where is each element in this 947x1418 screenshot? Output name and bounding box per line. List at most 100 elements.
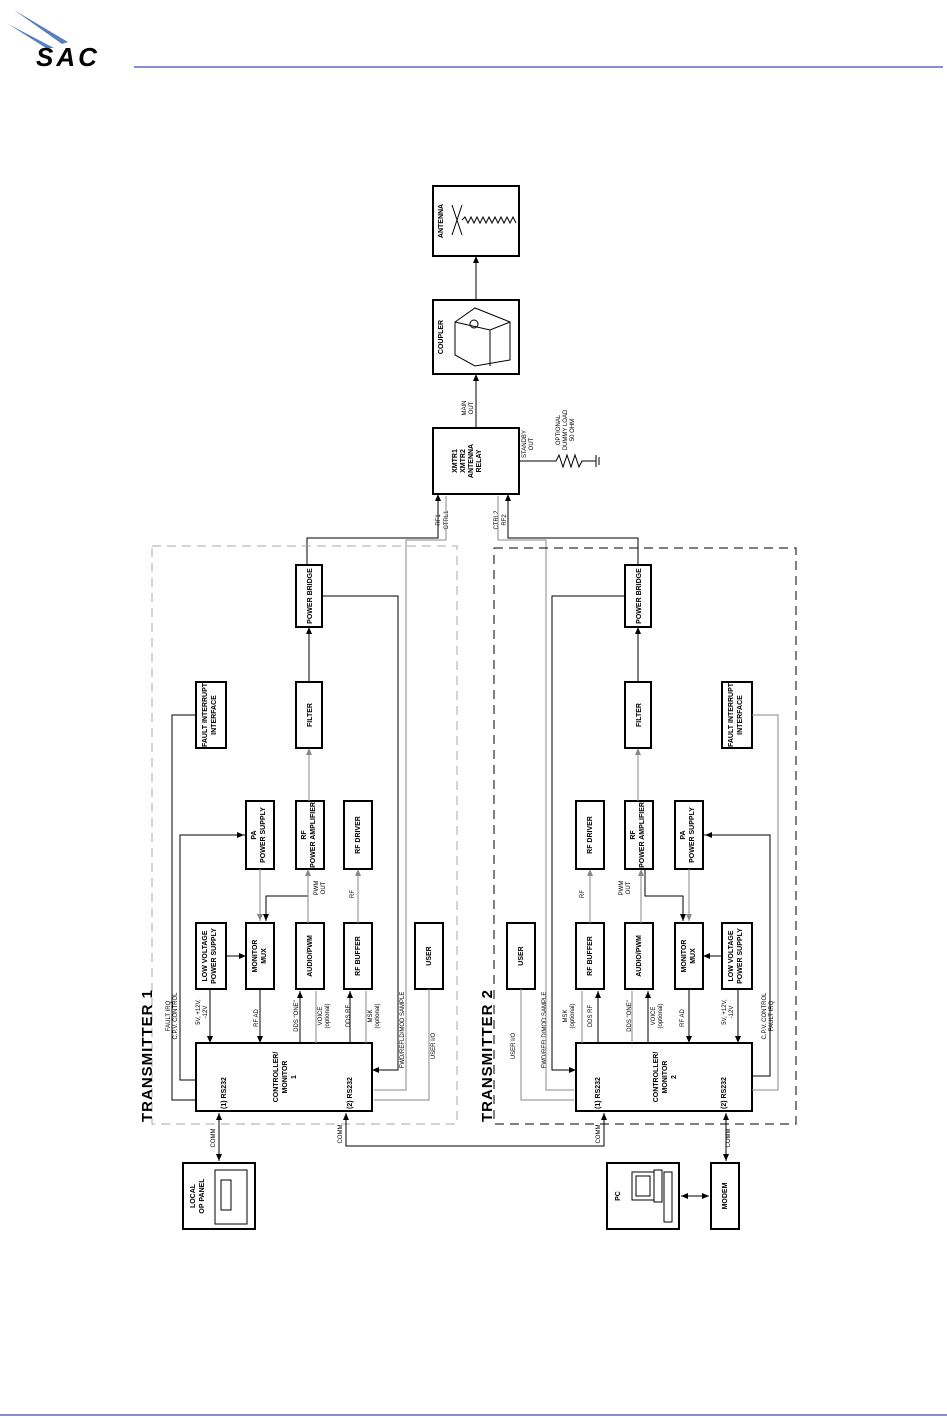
svg-text:DUMMY LOAD: DUMMY LOAD <box>563 409 569 450</box>
svg-text:OUT: OUT <box>469 401 475 414</box>
svg-text:DDS "ONE": DDS "ONE" <box>627 1000 633 1032</box>
svg-text:FILTER: FILTER <box>636 703 643 727</box>
svg-text:RF BUFFER: RF BUFFER <box>587 936 594 976</box>
svg-text:MUX: MUX <box>690 948 697 964</box>
svg-text:RF: RF <box>301 830 308 840</box>
svg-text:MSK: MSK <box>563 1009 569 1022</box>
svg-text:-12V: -12V <box>729 1006 735 1019</box>
svg-text:COMM: COMM <box>726 1129 732 1148</box>
transmitter-1-group: TRANSMITTER 1 POWER BRIDGE FILTER FAULT … <box>139 545 458 1125</box>
svg-text:MODEM: MODEM <box>722 1182 729 1209</box>
antenna-block: ANTENNA <box>432 185 520 257</box>
svg-text:POWER SUPPLY: POWER SUPPLY <box>260 807 267 863</box>
svg-text:DDS "ONE": DDS "ONE" <box>294 1000 300 1032</box>
svg-text:-12V: -12V <box>203 1006 209 1019</box>
svg-text:CTRL2: CTRL2 <box>494 510 500 530</box>
svg-text:1: 1 <box>291 1075 298 1079</box>
svg-text:5V, +12V,: 5V, +12V, <box>196 999 202 1025</box>
svg-text:LOW VOLTAGE: LOW VOLTAGE <box>202 930 209 981</box>
svg-text:RF2: RF2 <box>502 514 508 526</box>
svg-text:POWER SUPPLY: POWER SUPPLY <box>689 807 696 863</box>
svg-text:RF AD: RF AD <box>680 1009 686 1027</box>
svg-text:POWER AMPLIFIER: POWER AMPLIFIER <box>310 802 317 868</box>
svg-text:CONTROLLER/: CONTROLLER/ <box>273 1052 280 1103</box>
svg-text:RF AD: RF AD <box>254 1009 260 1027</box>
svg-text:STANDBY: STANDBY <box>522 430 528 458</box>
svg-text:(optional): (optional) <box>570 1003 576 1028</box>
svg-text:OP PANEL: OP PANEL <box>199 1178 206 1214</box>
logo-graphic: SAC <box>8 10 100 72</box>
svg-text:CONTROLLER/: CONTROLLER/ <box>653 1052 660 1103</box>
footer-rule <box>0 1414 947 1416</box>
svg-text:(1) RS232: (1) RS232 <box>221 1077 228 1109</box>
svg-text:5V, +12V,: 5V, +12V, <box>722 999 728 1025</box>
svg-text:LOW VOLTAGE: LOW VOLTAGE <box>728 930 735 981</box>
svg-text:DDS RF: DDS RF <box>346 1005 352 1028</box>
svg-text:FAULT IRQ: FAULT IRQ <box>166 1000 172 1031</box>
svg-text:AUDIO/PWM: AUDIO/PWM <box>636 935 643 977</box>
svg-text:PWM: PWM <box>314 881 320 896</box>
antenna-relay-block: XMTR1 XMTR2 ANTENNA RELAY <box>432 427 520 495</box>
svg-text:INTERFACE: INTERFACE <box>737 695 744 735</box>
coupler-block: COUPLER <box>432 299 520 375</box>
svg-text:FAULT IRQ: FAULT IRQ <box>769 1000 775 1031</box>
svg-text:PA: PA <box>680 830 687 839</box>
svg-text:CTRL1: CTRL1 <box>444 510 450 530</box>
svg-text:RELAY: RELAY <box>476 449 483 472</box>
svg-text:(2) RS232: (2) RS232 <box>347 1077 354 1109</box>
svg-text:POWER SUPPLY: POWER SUPPLY <box>737 928 744 984</box>
svg-text:DDS RF: DDS RF <box>588 1005 594 1028</box>
svg-text:C.P.V. CONTROL: C.P.V. CONTROL <box>173 992 179 1040</box>
svg-text:OUT: OUT <box>529 437 535 450</box>
svg-text:FILTER: FILTER <box>307 703 314 727</box>
svg-text:OPTIONAL: OPTIONAL <box>556 414 562 445</box>
svg-text:C.P.V. CONTROL: C.P.V. CONTROL <box>762 992 768 1040</box>
modem-block: MODEM <box>710 1162 740 1230</box>
svg-text:FWD/REFLD/MOD SAMPLE: FWD/REFLD/MOD SAMPLE <box>400 992 406 1069</box>
svg-text:POWER AMPLIFIER: POWER AMPLIFIER <box>639 802 646 868</box>
svg-text:USER: USER <box>426 946 433 965</box>
svg-text:ANTENNA: ANTENNA <box>438 204 445 238</box>
svg-text:POWER BRIDGE: POWER BRIDGE <box>307 568 314 624</box>
svg-text:(2) RS232: (2) RS232 <box>721 1077 728 1109</box>
svg-text:XMTR2: XMTR2 <box>460 449 467 473</box>
transmitter-2-group: TRANSMITTER 2 POWER BRIDGE FILTER FAULT … <box>479 547 797 1125</box>
svg-text:VOICE: VOICE <box>651 1007 657 1026</box>
svg-text:RF BUFFER: RF BUFFER <box>355 936 362 976</box>
svg-text:(1) RS232: (1) RS232 <box>595 1077 602 1109</box>
svg-text:PA: PA <box>251 830 258 839</box>
svg-text:MONITOR: MONITOR <box>282 1061 289 1094</box>
svg-text:FAULT INTERRUPT: FAULT INTERRUPT <box>202 682 209 747</box>
svg-text:FAULT INTERRUPT: FAULT INTERRUPT <box>728 682 735 747</box>
svg-text:MUX: MUX <box>261 948 268 964</box>
svg-text:MSK: MSK <box>368 1009 374 1022</box>
svg-text:COMM: COMM <box>338 1125 344 1144</box>
local-op-panel-block: LOCAL OP PANEL <box>182 1162 256 1230</box>
sac-logo: SAC <box>6 4 132 72</box>
svg-text:VOICE: VOICE <box>318 1007 324 1026</box>
svg-text:INTERFACE: INTERFACE <box>211 695 218 735</box>
svg-text:ANTENNA: ANTENNA <box>468 444 475 478</box>
svg-text:AUDIO/PWM: AUDIO/PWM <box>307 935 314 977</box>
logo-text: SAC <box>36 42 100 70</box>
svg-text:RF: RF <box>630 830 637 840</box>
svg-text:MONITOR: MONITOR <box>662 1061 669 1094</box>
svg-text:MONITOR: MONITOR <box>252 940 259 973</box>
svg-text:RF1: RF1 <box>436 514 442 526</box>
svg-text:50 OHM: 50 OHM <box>570 419 576 441</box>
svg-text:XMTR1: XMTR1 <box>452 449 459 473</box>
svg-text:RF DRIVER: RF DRIVER <box>355 816 362 854</box>
svg-text:LOCAL: LOCAL <box>190 1183 197 1208</box>
svg-text:(optional): (optional) <box>375 1003 381 1028</box>
svg-text:MONITOR: MONITOR <box>681 940 688 973</box>
header-rule <box>134 66 943 68</box>
svg-text:USER I/O: USER I/O <box>511 1033 517 1060</box>
svg-text:POWER SUPPLY: POWER SUPPLY <box>211 928 218 984</box>
svg-text:(optional): (optional) <box>325 1003 331 1028</box>
svg-text:PWM: PWM <box>619 881 625 896</box>
svg-text:COUPLER: COUPLER <box>438 320 445 354</box>
pc-block: PC <box>606 1162 680 1230</box>
svg-text:OUT: OUT <box>321 881 327 894</box>
svg-text:COMM: COMM <box>211 1129 217 1148</box>
